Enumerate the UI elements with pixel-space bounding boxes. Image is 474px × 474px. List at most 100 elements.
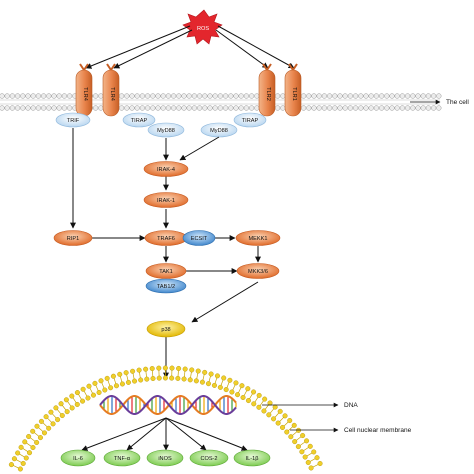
lipid-head [124,93,130,99]
nuclear-lipid-head [74,401,80,407]
nuclear-lipid-head [63,397,69,403]
lipid-head [165,93,172,99]
nuclear-lipid-head [18,444,24,450]
nuclear-lipid-head [69,405,75,411]
lipid-head [233,105,239,111]
lipid-head [399,105,406,111]
nuclear-lipid-head [22,439,28,445]
lipid-head [20,93,26,99]
lipid-head [415,105,421,111]
nuclear-lipid-head [211,382,217,388]
lipid-head [51,105,57,111]
nuclear-lipid-head [143,366,149,372]
cell-membrane-label: The cell [446,99,469,106]
lipid-head [0,93,5,99]
nuclear-lipid-head [261,408,267,414]
lipid-head [300,105,307,111]
lipid-head [92,105,99,111]
lipid-head [306,93,312,99]
lipid-head [217,93,224,99]
nuclear-lipid-head [34,440,40,446]
lipid-head [332,105,338,111]
lipid-head [306,105,312,111]
receptor-tlr1: TLR1 [284,63,302,117]
node-label: RIP1 [67,236,79,242]
lipid-head [212,105,218,111]
node-label: TAK1 [159,269,173,275]
lipid-head [61,93,68,99]
node-traf6: TRAF6 [144,230,188,246]
receptor-tlr4-b: TLR4 [102,63,120,117]
nuclear-lipid-head [308,465,314,471]
node-label: MEKK1 [249,236,268,242]
pathway-arrows [70,128,261,379]
nuclear-lipid-head [169,365,175,371]
lipid-head [191,105,198,111]
lipid-head [144,105,151,111]
ros-arrows [85,25,295,69]
node-mkk36: MKK3/6 [236,263,280,279]
lipid-head [66,105,73,111]
nuclear-lipid-head [277,408,283,414]
nuclear-lipid-head [136,367,142,373]
nuclear-lipid-head [291,422,297,428]
lipid-head [243,93,250,99]
nuclear-lipid-head [86,383,92,389]
cell-membrane [0,92,442,112]
lipid-head [186,93,192,99]
lipid-head [155,93,161,99]
nuclear-lipid-head [305,459,311,465]
lipid-head [56,105,62,111]
lipid-head [170,105,177,111]
nuclear-lipid-head [80,398,86,404]
lipid-head [399,93,406,99]
nuclear-lipid-head [245,398,251,404]
lipid-head [222,105,229,111]
nuclear-lipid-head [189,367,195,373]
lipid-head [202,93,208,99]
node-label: TRIF [67,118,80,124]
nuclear-lipid-head [271,416,277,422]
lipid-head [98,93,104,99]
node-ecsit: ECSIT [182,230,216,246]
lipid-head [254,105,260,111]
lipid-head [40,93,47,99]
nuclear-lipid-head [144,376,150,382]
node-tak1: TAK1 [145,263,187,279]
lipid-head [254,93,260,99]
lipid-head [98,105,104,111]
lipid-head [233,93,239,99]
nuclear-lipid-head [235,392,241,398]
lipid-head [430,93,437,99]
node-label: IL-6 [73,456,83,462]
nuclear-lipid-head [90,392,96,398]
lipid-head [394,93,400,99]
lipid-head [165,105,172,111]
lipid-head [420,93,426,99]
lipid-head [14,105,21,111]
lipid-head [118,93,125,99]
lipid-head [46,93,52,99]
lipid-head [280,93,286,99]
lipid-head [430,105,437,111]
lipid-head [384,93,390,99]
nuclear-lipid-head [304,438,310,444]
nuclear-lipid-head [187,377,193,383]
nuclear-lipid-head [162,365,168,371]
lipid-head [368,93,374,99]
nuclear-lipid-head [85,395,91,401]
lipid-head [66,93,73,99]
nuclear-lipid-head [34,423,40,429]
nuclear-lipid-head [282,413,288,419]
lipid-head [321,105,328,111]
nuclear-lipid-head [59,413,65,419]
lipid-head [30,93,36,99]
lipid-head [129,105,135,111]
lipid-head [191,93,198,99]
nuclear-lipid-head [193,378,199,384]
nuclear-lipid-head [199,379,205,385]
lipid-head [384,105,390,111]
lipid-head [25,105,31,111]
nuclear-lipid-head [23,455,29,461]
nuclear-lipid-head [239,383,245,389]
